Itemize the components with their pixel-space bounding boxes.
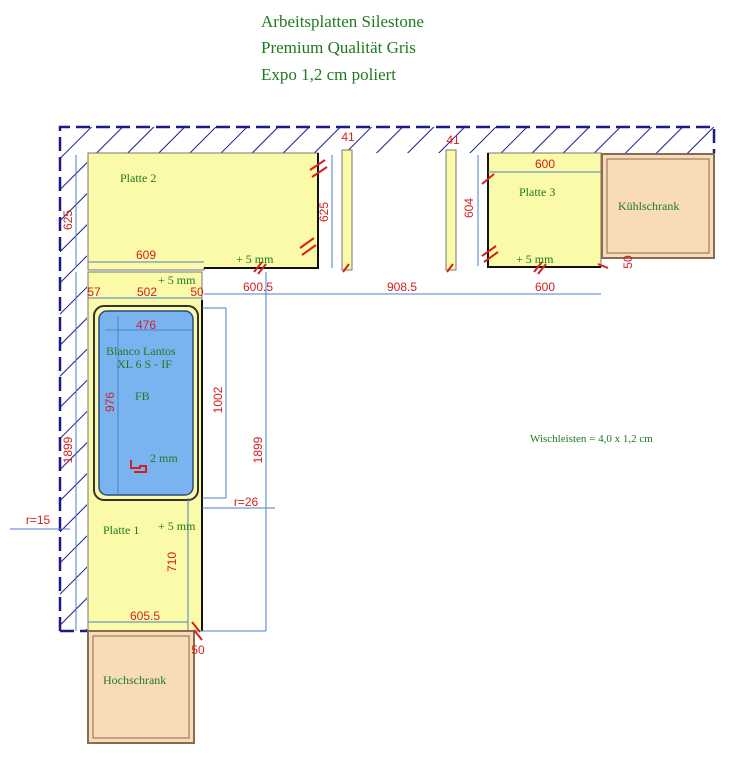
label-plus5-a: + 5 mm — [236, 252, 274, 266]
dim-1899-right: 1899 — [251, 436, 265, 463]
label-plus5-b: + 5 mm — [158, 273, 196, 287]
kuehlschrank — [601, 153, 715, 259]
dim-600-5: 600.5 — [243, 280, 273, 294]
label-plus5-c: + 5 mm — [516, 252, 554, 266]
dim-50-top: 50 — [190, 285, 204, 299]
kuehlschrank-inner — [606, 158, 710, 254]
label-wischleisten: Wischleisten = 4,0 x 1,2 cm — [530, 433, 653, 445]
wall-left-hatch — [60, 153, 87, 631]
wall-top-hatch — [60, 127, 714, 153]
dim-50-fridge: 50 — [621, 255, 635, 269]
sink-basin — [98, 310, 194, 496]
dim-625-right: 625 — [317, 202, 331, 222]
platte-2-edge — [204, 153, 319, 269]
dim-976: 976 — [103, 392, 117, 412]
label-platte-1: Platte 1 — [103, 523, 139, 537]
sink-outline — [93, 305, 199, 501]
dim-600-top: 600 — [535, 157, 555, 171]
dim-625-left: 625 — [61, 210, 75, 230]
hochschrank-inner — [92, 635, 190, 739]
label-plus5-d: + 5 mm — [158, 519, 196, 533]
label-sink-model-2: XL 6 S - IF — [117, 357, 172, 371]
dimension-lines — [10, 155, 601, 632]
dim-502: 502 — [137, 285, 157, 299]
dimension-texts: 625 609 625 41 41 604 600 600.5 908.5 60… — [26, 130, 635, 657]
hochschrank — [87, 630, 195, 744]
wall-outline — [58, 125, 716, 631]
dim-600-bottom: 600 — [535, 280, 555, 294]
cut-marks — [130, 159, 609, 641]
title-line-1: Arbeitsplatten Silestone — [261, 12, 424, 31]
dim-50-bottom: 50 — [191, 643, 205, 657]
dim-41-b: 41 — [446, 133, 460, 147]
title-line-2: Premium Qualität Gris — [261, 38, 416, 57]
wall — [58, 125, 716, 633]
label-kuehlschrank: Kühlschrank — [618, 199, 679, 213]
label-fb: FB — [135, 389, 150, 403]
dim-r15: r=15 — [26, 513, 51, 527]
dim-908-5: 908.5 — [387, 280, 417, 294]
platte-3-edge — [487, 153, 601, 268]
dim-1002: 1002 — [211, 386, 225, 413]
dim-604: 604 — [462, 198, 476, 218]
dim-605-5: 605.5 — [130, 609, 160, 623]
label-hochschrank: Hochschrank — [103, 673, 166, 687]
label-platte-3: Platte 3 — [519, 185, 555, 199]
dim-41-a: 41 — [341, 130, 355, 144]
dim-476: 476 — [136, 318, 156, 332]
dim-57: 57 — [87, 285, 101, 299]
title-line-3: Expo 1,2 cm poliert — [261, 65, 396, 84]
dim-609: 609 — [136, 248, 156, 262]
wischleiste-b — [445, 149, 457, 271]
wischleiste-a — [341, 149, 353, 271]
label-platte-2: Platte 2 — [120, 171, 156, 185]
label-sink-model-1: Blanco Lantos — [106, 344, 176, 358]
dim-1899-left: 1899 — [61, 436, 75, 463]
dim-r26: r=26 — [234, 495, 259, 509]
label-2mm: 2 mm — [150, 451, 178, 465]
dim-710: 710 — [165, 552, 179, 572]
